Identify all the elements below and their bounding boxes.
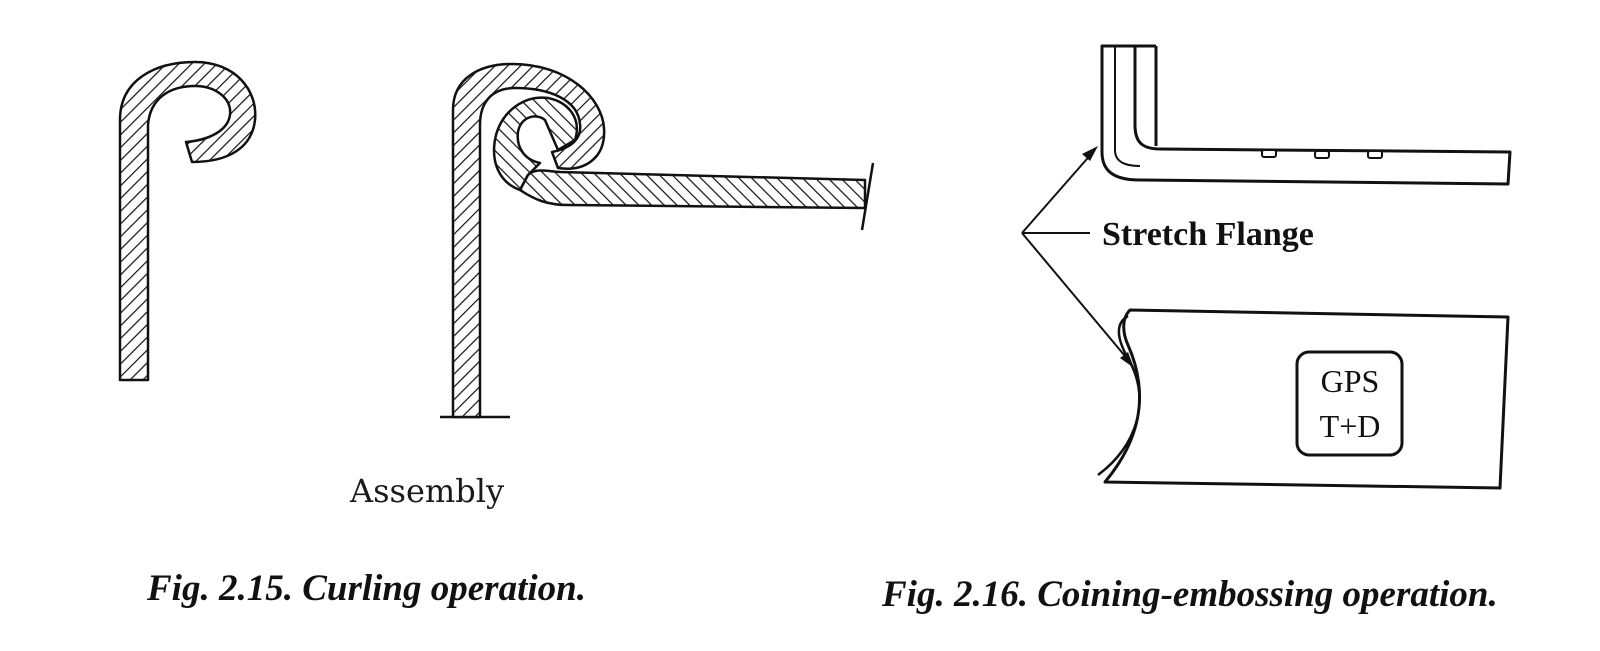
figure-2-15-caption: Fig. 2.15. Curling operation. (146, 568, 586, 609)
assembly-label: Assembly (349, 472, 504, 510)
stretch-flange-label: Stretch Flange (1102, 216, 1314, 253)
embossed-badge (1295, 350, 1404, 457)
flanged-bracket (1100, 44, 1512, 186)
stretch-flange-callout (1021, 146, 1134, 368)
emboss-bump (1367, 150, 1383, 159)
leader-line-lower (1021, 232, 1131, 363)
badge-text-line1: GPS (1321, 363, 1380, 399)
badge-text-line2: T+D (1320, 408, 1381, 444)
single-curl-section (118, 60, 257, 382)
embossed-plate (1097, 308, 1510, 490)
curl-assembly-section (440, 62, 875, 419)
emboss-bump (1261, 149, 1277, 158)
leader-line-upper (1021, 151, 1094, 234)
figure-2-16-caption: Fig. 2.16. Coining-embossing operation. (881, 574, 1498, 615)
emboss-bump (1314, 150, 1330, 159)
panel-break-line (860, 162, 875, 231)
arrowhead-upper (1082, 146, 1098, 161)
arrowhead-lower (1120, 352, 1134, 368)
